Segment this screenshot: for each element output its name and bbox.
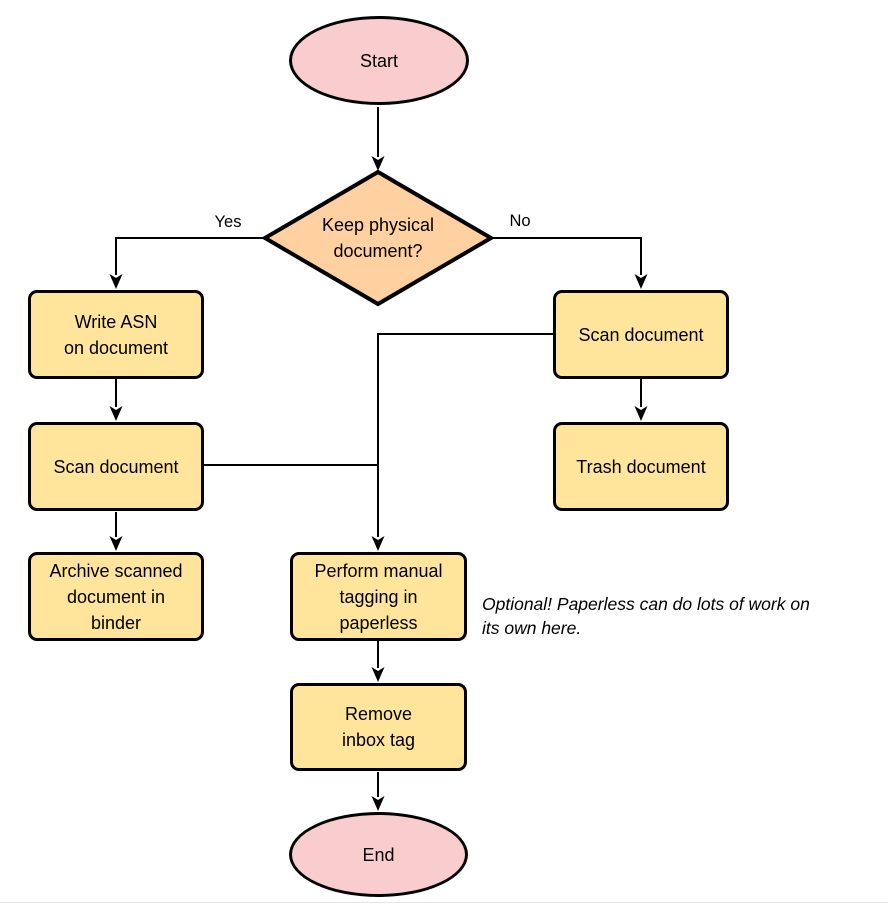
edge-yes-branch	[115, 237, 265, 275]
node-start-label: Start	[359, 50, 398, 71]
annotation-optional-note: Optional! Paperless can do lots of work …	[482, 594, 810, 638]
edge-label-no: No	[509, 212, 531, 230]
decision-diamond-shape	[261, 169, 495, 307]
arrowhead	[109, 274, 123, 289]
arrowhead	[109, 406, 123, 421]
node-remove-inbox: Remove inbox tag	[290, 683, 467, 771]
arrowhead	[634, 274, 648, 289]
edge-no-branch	[491, 237, 642, 275]
arrowhead	[634, 406, 648, 421]
node-scan-left: Scan document	[28, 422, 204, 511]
node-end-label: End	[362, 844, 395, 865]
arrowhead	[109, 536, 123, 551]
node-tagging-label: Perform manual tagging in paperless	[314, 560, 443, 633]
node-remove-inbox-label: Remove inbox tag	[341, 704, 416, 750]
node-scan-left-label: Scan document	[53, 456, 179, 477]
edge-scanright-tagging	[377, 333, 553, 537]
node-scan-right-label: Scan document	[578, 324, 704, 345]
arrowhead	[371, 536, 385, 551]
node-archive-label: Archive scanned document in binder	[49, 560, 183, 633]
node-end: End	[289, 812, 468, 897]
node-write-asn-label: Write ASN on document	[63, 311, 169, 358]
node-tagging: Perform manual tagging in paperless	[290, 552, 467, 641]
edge-label-yes: Yes	[214, 213, 242, 231]
node-archive: Archive scanned document in binder	[28, 552, 204, 641]
node-write-asn: Write ASN on document	[28, 290, 204, 379]
arrowhead	[371, 667, 385, 682]
arrowhead	[371, 156, 385, 171]
node-trash: Trash document	[553, 422, 729, 511]
node-scan-right: Scan document	[553, 290, 729, 379]
node-start: Start	[289, 16, 469, 105]
node-decision-label: Keep physical document?	[321, 215, 435, 261]
page-bottom-divider	[0, 902, 888, 903]
node-trash-label: Trash document	[576, 456, 706, 477]
arrowhead	[371, 796, 385, 811]
